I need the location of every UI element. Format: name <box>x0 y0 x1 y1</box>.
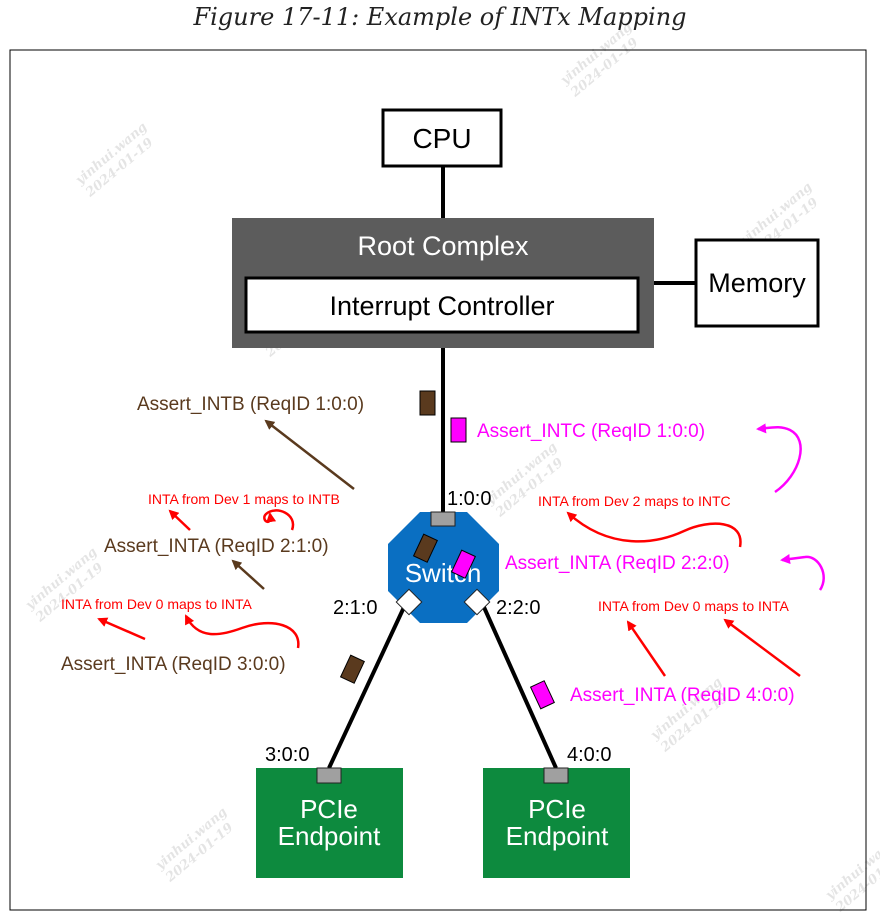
arrow-intc-flow <box>756 423 802 494</box>
arrow-mapping-dev0-right-b <box>723 618 801 678</box>
bdf-endpoint-right: 4:0:0 <box>567 744 611 766</box>
inta-packet-ep-right <box>529 680 555 710</box>
inta-packet-switch-right <box>450 549 476 579</box>
cpu-box <box>381 108 503 168</box>
inta-packet-ep-left <box>339 654 365 684</box>
arrow-mapping-dev0-right-a <box>626 620 667 677</box>
endpoint-left-label-line2: Endpoint <box>278 821 381 851</box>
cpu-label: CPU <box>412 123 471 154</box>
arrow-mapping-dev0-left <box>97 617 146 641</box>
switch-right-port <box>463 588 491 616</box>
bdf-switch-right: 2:2:0 <box>496 597 540 619</box>
endpoint-right-label-line2: Endpoint <box>506 821 609 851</box>
assert-inta-2-1-0-label: Assert_INTA (ReqID 2:1:0) <box>104 536 329 557</box>
assert-inta-4-0-0-label: Assert_INTA (ReqID 4:0:0) <box>570 685 795 706</box>
mapping-dev0-inta-left: INTA from Dev 0 maps to INTA <box>61 596 253 612</box>
endpoint-left-label-line1: PCIe <box>300 794 358 824</box>
assert-intc-label: Assert_INTC (ReqID 1:0:0) <box>477 421 705 442</box>
inta-packet-switch-left <box>412 533 438 563</box>
interrupt-controller-box <box>244 276 640 334</box>
root-complex-label: Root Complex <box>357 231 529 261</box>
assert-intb-label: Assert_INTB (ReqID 1:0:0) <box>137 394 364 415</box>
endpoint-left-box <box>256 768 403 878</box>
switch-upstream-port <box>430 511 456 527</box>
switch-left-link <box>327 604 407 769</box>
switch-right-link <box>481 604 558 769</box>
mapping-dev2-intc: INTA from Dev 2 maps to INTC <box>538 493 731 509</box>
endpoint-right-box <box>483 768 630 878</box>
intb-packet <box>419 390 436 416</box>
endpoint-right-port <box>543 767 569 784</box>
arrow-inta-2-2-0-flow <box>780 554 825 591</box>
intc-packet <box>450 417 467 443</box>
diagram-frame <box>9 49 867 911</box>
arrow-mapping-dev1-left <box>168 509 191 531</box>
bdf-endpoint-left: 3:0:0 <box>265 744 309 766</box>
bdf-switch-left: 2:1:0 <box>333 597 377 619</box>
endpoint-right-label-line1: PCIe <box>528 794 586 824</box>
arrow-mapping-dev1-curve <box>263 509 295 531</box>
bdf-switch-upstream: 1:0:0 <box>447 488 491 510</box>
mapping-dev1-intb: INTA from Dev 1 maps to INTB <box>148 491 340 507</box>
memory-label: Memory <box>708 268 806 298</box>
arrow-mapping-dev0-left-curve <box>184 614 300 649</box>
mapping-dev0-inta-right: INTA from Dev 0 maps to INTA <box>598 598 790 614</box>
arrow-intb-flow <box>264 419 355 490</box>
switch-left-port <box>395 588 423 616</box>
interrupt-controller-label: Interrupt Controller <box>329 291 554 321</box>
assert-inta-3-0-0-label: Assert_INTA (ReqID 3:0:0) <box>61 654 286 675</box>
endpoint-left-port <box>316 767 342 784</box>
memory-box <box>694 238 820 328</box>
figure-caption: Figure 17-11: Example of INTx Mapping <box>193 3 687 31</box>
arrow-inta-2-1-0-flow <box>231 559 265 590</box>
arrow-mapping-dev2-curve <box>566 511 742 548</box>
assert-inta-2-2-0-label: Assert_INTA (ReqID 2:2:0) <box>505 553 730 574</box>
